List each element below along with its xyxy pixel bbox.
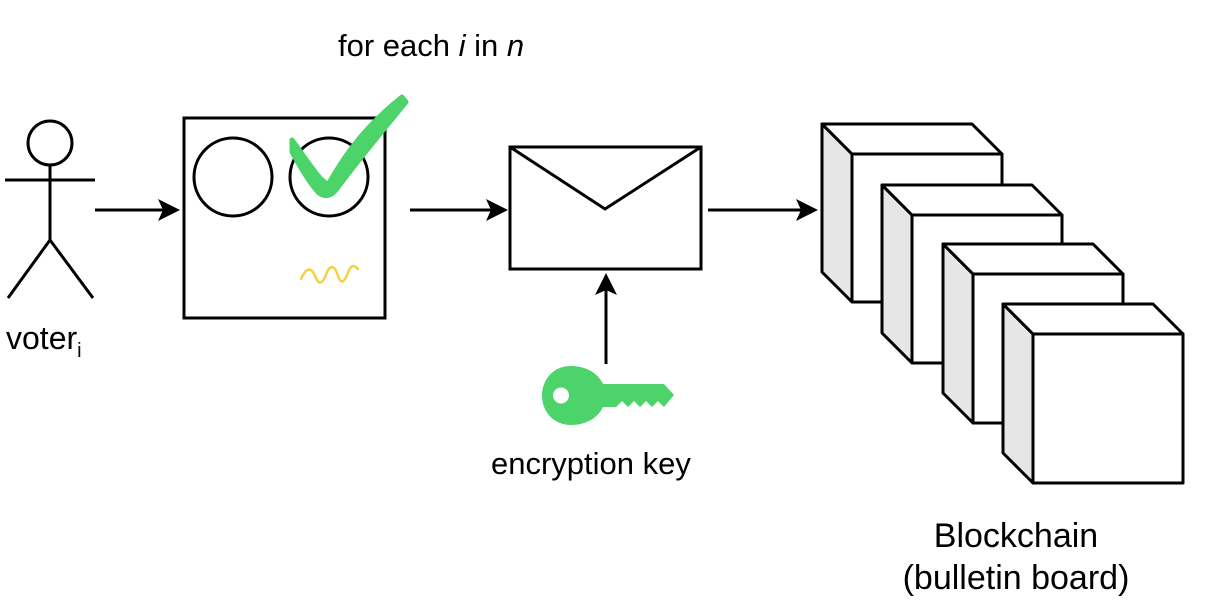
block-icon: [1001, 302, 1185, 485]
envelope-icon: [508, 145, 703, 271]
blockchain-label-line2: (bulletin board): [902, 559, 1130, 597]
signature-icon: [299, 264, 360, 284]
encryption-key-label: encryption key: [491, 446, 691, 481]
voter-label: voteri: [6, 320, 82, 363]
stick-figure-icon: [5, 119, 95, 299]
key-icon: [542, 366, 674, 425]
voter-subscript: i: [77, 340, 82, 362]
blockchain-label: Blockchain (bulletin board): [880, 515, 1152, 599]
checkmark-icon: [289, 94, 409, 199]
blockchain-stack: [820, 122, 1185, 485]
heading-middle: in: [465, 28, 507, 63]
arrow-ballot-to-envelope: [410, 199, 508, 221]
arrow-envelope-to-blockchain: [708, 199, 818, 221]
blockchain-label-line1: Blockchain: [933, 517, 1099, 555]
heading-var-n: n: [506, 28, 525, 63]
heading-prefix: for each: [338, 28, 459, 63]
ballot-icon: [182, 116, 387, 320]
voter-name: voter: [6, 320, 78, 356]
loop-heading: for each i in n: [338, 28, 524, 64]
ballot-option-selected: [288, 136, 370, 218]
heading-var-i: i: [458, 28, 466, 63]
arrow-voter-to-ballot: [95, 199, 180, 221]
ballot-option-empty: [192, 136, 274, 218]
arrow-key-to-envelope: [595, 273, 617, 364]
